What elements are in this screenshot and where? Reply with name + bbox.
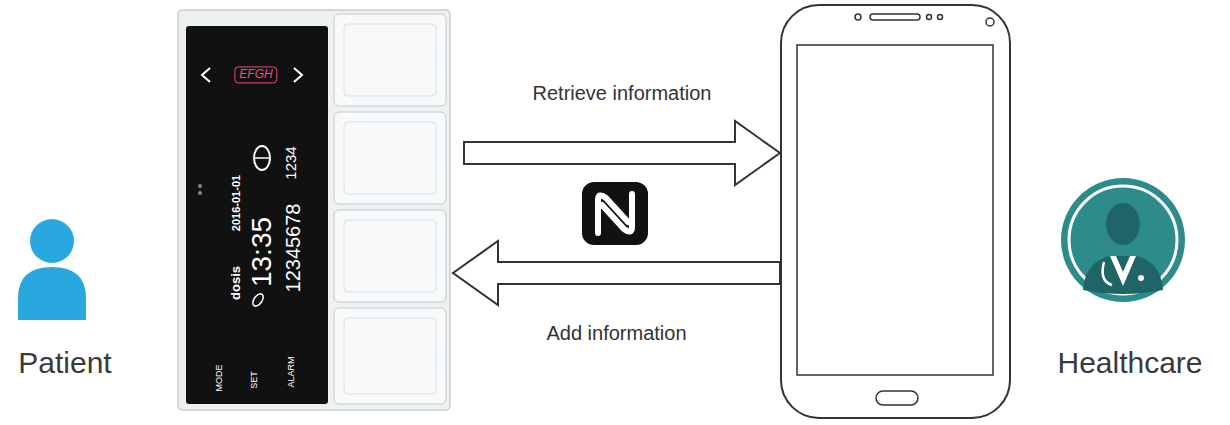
screen-tag: EFGH (234, 66, 277, 83)
pill-dispenser-photo-part (251, 292, 266, 308)
pill-dispenser-photo-part (344, 24, 436, 96)
pill-dispenser-photo-part (344, 122, 436, 194)
pill-dispenser-photo-part (334, 14, 446, 106)
edge-label: Add information (543, 321, 689, 345)
pill-dispenser-photo-part (334, 308, 446, 404)
pill-dispenser-photo-part (344, 220, 436, 292)
pill-dispenser-photo-part (254, 157, 270, 159)
pill-dispenser-photo-part (294, 68, 302, 82)
doctor-icon-part (1110, 256, 1136, 286)
node-label: Healthcare (1057, 346, 1202, 379)
pill-dispenser-photo-part (254, 146, 270, 170)
smartphone-drawing-part (781, 5, 1010, 418)
slot-numbers: 12345678 (282, 204, 304, 293)
smartphone-drawing-part (938, 15, 943, 20)
button-label: MODE (215, 365, 225, 392)
doctor-icon-part (1138, 275, 1144, 281)
nfc-symbol (582, 182, 648, 245)
pill-dispenser-photo-part (202, 68, 210, 82)
time-text: 13:35 (247, 217, 278, 287)
pill-dispenser-photo-part (334, 112, 446, 204)
edge-label: Retrieve information (530, 81, 715, 105)
doctor-icon-part (1106, 203, 1140, 245)
pill-dispenser-photo-part (344, 318, 436, 394)
pill-dispenser-photo-part (198, 184, 202, 188)
doctor-icon (1061, 178, 1185, 302)
nfc-symbol-part (582, 182, 648, 245)
patient-node: Patient (0, 212, 130, 387)
block-arrow (453, 241, 780, 305)
block-arrow (464, 121, 780, 185)
smartphone-drawing-part (986, 18, 994, 26)
pill-dispenser-photo-part (178, 10, 450, 410)
pill-dispenser-photo-part (186, 26, 328, 404)
slot-numbers: 1234 (283, 146, 300, 179)
pill-dispenser-photo (178, 10, 450, 410)
smartphone-drawing-part (855, 14, 861, 20)
patient-icon-part (30, 219, 74, 263)
node-label: Patient (18, 346, 111, 379)
smartphone-drawing-part (797, 45, 993, 375)
doctor-icon-part (1069, 186, 1177, 294)
doctor-icon-part (1061, 178, 1185, 302)
smartphone (781, 5, 1010, 418)
patient-icon (18, 219, 86, 320)
button-label: SET (250, 371, 260, 389)
patient-icon-part (18, 267, 86, 320)
smartphone-drawing (781, 5, 1010, 418)
smartphone-drawing-part (876, 391, 918, 405)
doctor-icon-part (1103, 262, 1112, 285)
doctor-icon-part (1083, 256, 1163, 294)
healthcare-node: Healthcare (1035, 170, 1225, 385)
nfc-symbol-part (602, 194, 632, 232)
pill-dispenser-photo-part (334, 210, 446, 302)
pill-dispenser: EFGH dosis 2016-01-01 13:3512345678 1234MODE… (178, 10, 450, 410)
smartphone-drawing-part (927, 15, 932, 20)
smartphone-drawing-part (870, 14, 920, 20)
date-text: 2016-01-01 (230, 175, 242, 231)
pill-dispenser-photo-part (198, 191, 202, 195)
button-label: ALARM (287, 356, 297, 387)
brand-text: dosis (229, 266, 243, 300)
